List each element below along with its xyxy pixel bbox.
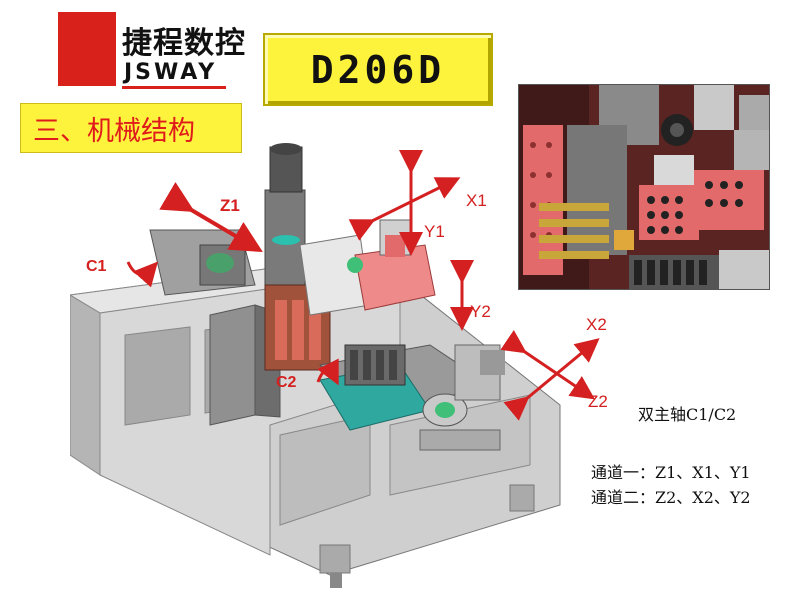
axis-label-c1: C1	[86, 258, 107, 275]
note-channel-2: 通道二：Z2、X2、Y2	[591, 488, 751, 507]
note-channel-1: 通道一：Z1、X1、Y1	[591, 463, 751, 482]
axis-label-y1: Y1	[424, 222, 445, 241]
logo-chinese-name: 捷程数控	[122, 26, 246, 61]
logo-underline	[122, 86, 226, 89]
note-dual-spindle: 双主轴C1/C2	[638, 405, 737, 424]
logo-red-square	[58, 12, 116, 86]
axis-label-c2: C2	[276, 374, 297, 391]
axis-label-x2: X2	[586, 315, 607, 334]
section-title: 三、机械结构	[33, 115, 195, 147]
axis-label-z1: Z1	[220, 196, 240, 215]
axis-label-y2: Y2	[470, 302, 491, 321]
axis-label-z2: Z2	[588, 392, 608, 411]
detail-inset-image	[518, 84, 770, 290]
model-name: D206D	[310, 47, 446, 92]
logo-english-name: JSWAY	[124, 60, 218, 85]
model-plate: D206D	[263, 33, 493, 106]
machine-3d-illustration	[70, 143, 561, 588]
axis-label-x1: X1	[466, 191, 487, 210]
section-title-box: 三、机械结构	[20, 103, 242, 153]
